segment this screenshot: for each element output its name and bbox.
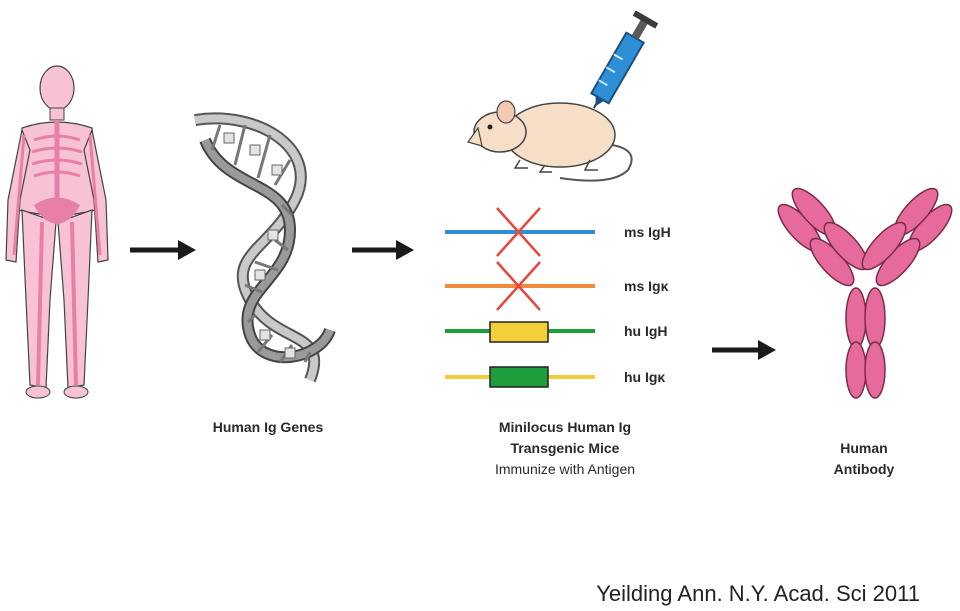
genes-label: Human Ig Genes: [213, 419, 324, 435]
human-body-icon: [5, 65, 109, 399]
arrow-icon: [352, 240, 414, 260]
syringe-icon: [589, 10, 659, 109]
mice-label-line3: Immunize with Antigen: [495, 461, 635, 477]
knockout-cross-icon: [496, 261, 541, 311]
knockout-cross-icon: [496, 207, 541, 257]
gene-insert: [489, 366, 549, 388]
locus-label: hu Igκ: [624, 369, 665, 385]
locus-ms-igh: ms IgH: [445, 207, 671, 257]
arrow-icon: [130, 240, 196, 260]
locus-hu-igh: hu IgH: [445, 321, 668, 343]
mice-label-line2: Transgenic Mice: [511, 440, 620, 456]
locus-label: ms Igκ: [624, 278, 669, 294]
antibody-icon: [777, 187, 953, 399]
antibody-label-line2: Antibody: [834, 461, 895, 477]
locus-hu-igk: hu Igκ: [445, 366, 665, 388]
dna-helix-icon: [194, 112, 336, 383]
arrow-icon: [712, 340, 776, 360]
citation: Yeilding Ann. N.Y. Acad. Sci 2011: [596, 581, 920, 606]
mice-label-line1: Minilocus Human Ig: [499, 419, 631, 435]
locus-ms-igk: ms Igκ: [445, 261, 669, 311]
gene-insert: [489, 321, 549, 343]
antibody-label-line1: Human: [840, 440, 887, 456]
locus-label: ms IgH: [624, 224, 671, 240]
locus-label: hu IgH: [624, 323, 668, 339]
mouse-icon: [467, 100, 633, 182]
